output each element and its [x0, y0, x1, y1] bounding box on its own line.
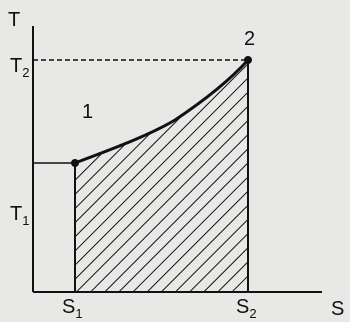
t2-label: T2 — [10, 55, 29, 80]
state-point-1 — [71, 159, 79, 167]
s2-label: S2 — [236, 296, 257, 321]
y-axis-label: T — [8, 9, 20, 31]
point-1-label: 1 — [82, 101, 93, 123]
state-point-2 — [244, 56, 252, 64]
point-2-label: 2 — [244, 28, 255, 50]
process-curve — [74, 58, 250, 165]
t1-label: T1 — [10, 203, 29, 228]
hatched-area — [75, 60, 248, 292]
s1-label: S1 — [62, 296, 83, 321]
x-axis-label: S — [331, 298, 344, 320]
